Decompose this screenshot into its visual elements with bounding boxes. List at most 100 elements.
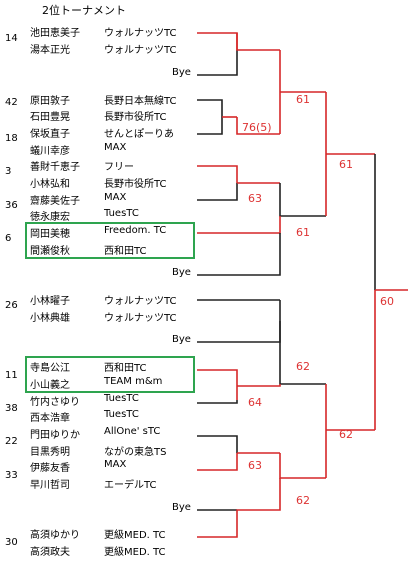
seed-label: 18 [5, 133, 18, 144]
seed-label: 14 [5, 33, 18, 44]
page-title: 2位トーナメント [42, 4, 126, 17]
player-name: 竹内さゆり [30, 397, 80, 408]
player-club: 西和田TC [104, 246, 147, 257]
player-name: 寺島公江 [30, 363, 70, 374]
bracket-line [197, 183, 238, 201]
player-club: せんとぽーりあ [104, 129, 174, 140]
player-club: MAX [104, 142, 127, 153]
bracket-line [197, 233, 281, 276]
bracket-line [197, 165, 238, 183]
bracket-line [197, 369, 238, 400]
player-club: ウォルナッツTC [104, 45, 177, 56]
player-name: 岡田美穂 [30, 229, 70, 240]
highlight-box [25, 222, 195, 259]
player-name: 石田豊晃 [30, 112, 70, 123]
bracket-line [279, 453, 326, 479]
bracket-line [197, 50, 238, 76]
bye-label: Bye [172, 67, 191, 78]
bracket-line [197, 435, 238, 453]
player-club: 西和田TC [104, 363, 147, 374]
player-club: ながの東急TS [104, 447, 167, 458]
player-name: 小林弘和 [30, 179, 70, 190]
player-club: ウォルナッツTC [104, 28, 177, 39]
player-club: 長野日本無線TC [104, 96, 177, 107]
player-name: 西本浩章 [30, 413, 70, 424]
match-score: 64 [248, 396, 262, 409]
bracket-line [237, 384, 281, 387]
player-name: 高須ゆかり [30, 530, 80, 541]
match-score: 60 [380, 295, 394, 308]
player-club: TEAM m&m [104, 376, 163, 387]
player-name: 池田恵美子 [30, 28, 80, 39]
player-name: 保坂直子 [30, 129, 70, 140]
bye-label: Bye [172, 334, 191, 345]
bracket-line [279, 183, 326, 217]
player-name: 早川哲司 [30, 480, 70, 491]
player-club: 更級MED. TC [104, 547, 166, 558]
bye-label: Bye [172, 502, 191, 513]
seed-label: 22 [5, 436, 18, 447]
player-club: TuesTC [104, 409, 139, 420]
bracket-line [279, 321, 326, 385]
seed-label: 33 [5, 470, 18, 481]
bracket-line [197, 32, 238, 50]
bracket-line [236, 117, 280, 135]
bracket-line [197, 300, 281, 343]
player-name: 原田敦子 [30, 96, 70, 107]
match-score: 62 [339, 428, 353, 441]
player-name: 小林典雄 [30, 313, 70, 324]
bracket-line [197, 478, 281, 538]
bracket-line [197, 117, 223, 135]
seed-label: 38 [5, 403, 18, 414]
player-club: TuesTC [104, 393, 139, 404]
player-club: 長野市役所TC [104, 179, 167, 190]
player-name: 徳永康宏 [30, 212, 70, 223]
match-score: 63 [248, 459, 262, 472]
player-name: 高須政夫 [30, 547, 70, 558]
player-name: 蟻川幸彦 [30, 146, 70, 157]
match-score: 76(5) [242, 121, 272, 134]
seed-label: 11 [5, 370, 18, 381]
player-club: ウォルナッツTC [104, 296, 177, 307]
player-club: フリー [104, 162, 134, 173]
bracket-line [197, 400, 238, 404]
bracket-line [236, 33, 280, 51]
player-club: 更級MED. TC [104, 530, 166, 541]
seed-label: 36 [5, 200, 18, 211]
player-name: 間瀬俊秋 [30, 246, 70, 257]
player-name: 伊藤友香 [30, 463, 70, 474]
player-name: 小山義之 [30, 380, 70, 391]
match-score: 61 [339, 158, 353, 171]
seed-label: 6 [5, 233, 12, 244]
match-score: 61 [296, 93, 310, 106]
player-name: 善財千恵子 [30, 162, 80, 173]
player-name: 齋藤美佐子 [30, 196, 80, 207]
player-name: 門田ゆりか [30, 430, 80, 441]
player-club: TuesTC [104, 208, 139, 219]
seed-label: 26 [5, 300, 18, 311]
bracket-line [197, 216, 281, 234]
seed-label: 30 [5, 537, 18, 548]
player-club: ウォルナッツTC [104, 313, 177, 324]
player-club: AllOne' sTC [104, 426, 161, 437]
player-club: Freedom. TC [104, 225, 167, 236]
player-name: 目黒秀明 [30, 447, 70, 458]
match-score: 61 [296, 226, 310, 239]
highlight-box [25, 356, 195, 393]
match-score: 63 [248, 192, 262, 205]
player-club: MAX [104, 459, 127, 470]
player-name: 湯本正光 [30, 45, 70, 56]
player-club: 長野市役所TC [104, 112, 167, 123]
bracket-line [197, 99, 223, 117]
player-name: 小林曜子 [30, 296, 70, 307]
bracket-line [197, 453, 238, 471]
match-score: 62 [296, 360, 310, 373]
seed-label: 3 [5, 166, 12, 177]
player-club: エーデルTC [104, 480, 157, 491]
player-club: MAX [104, 192, 127, 203]
bye-label: Bye [172, 267, 191, 278]
match-score: 62 [296, 494, 310, 507]
seed-label: 42 [5, 97, 18, 108]
